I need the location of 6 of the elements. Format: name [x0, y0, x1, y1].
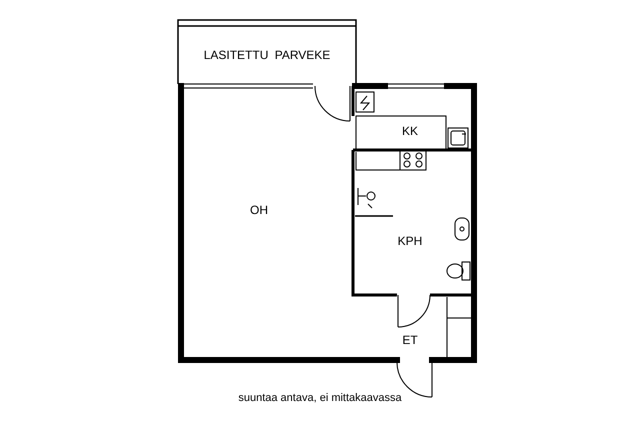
caption: suuntaa antava, ei mittakaavassa [238, 392, 402, 404]
room-label: KK [402, 124, 418, 138]
room-label: LASITETTU PARVEKE [204, 48, 330, 62]
room-label: KPH [398, 234, 422, 248]
room-label: OH [250, 203, 268, 217]
room-label: ET [402, 333, 418, 347]
